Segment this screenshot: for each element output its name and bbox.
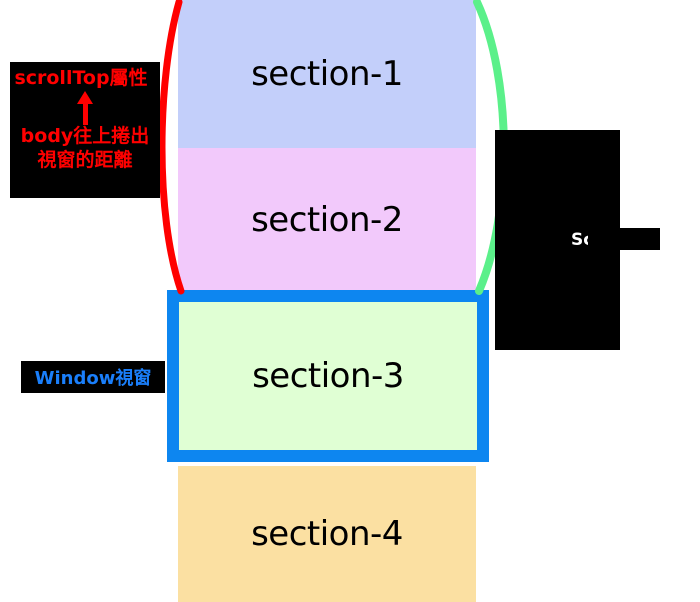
scrolltop-annotation-line-2: body往上捲出	[20, 125, 150, 148]
section-1-block: section-1	[178, 0, 476, 148]
redaction-bar	[588, 228, 660, 250]
window-annotation: Window視窗	[21, 361, 165, 393]
section-1-label: section-1	[251, 54, 403, 94]
arrow-up-head	[77, 91, 93, 105]
section-2-label: section-2	[251, 199, 403, 240]
window-annotation-label: Window視窗	[34, 368, 152, 389]
section-3-block-viewport-highlight: section-3	[167, 290, 489, 462]
scrolltop-annotation-line-3: 視窗的距離	[37, 148, 133, 171]
section-4-label: section-4	[251, 514, 403, 554]
scrolltop-annotation: scrollTop屬性 body往上捲出 視窗的距離	[10, 62, 160, 198]
arrow-up-icon	[72, 91, 98, 126]
section-4-block: section-4	[178, 466, 476, 602]
section-2-block: section-2	[178, 148, 476, 291]
section-3-label: section-3	[252, 356, 404, 396]
scrolltop-annotation-line-1: scrollTop屬性	[14, 67, 148, 89]
arrow-up-shaft	[83, 101, 88, 126]
right-annotation-label: Sc	[571, 230, 594, 250]
